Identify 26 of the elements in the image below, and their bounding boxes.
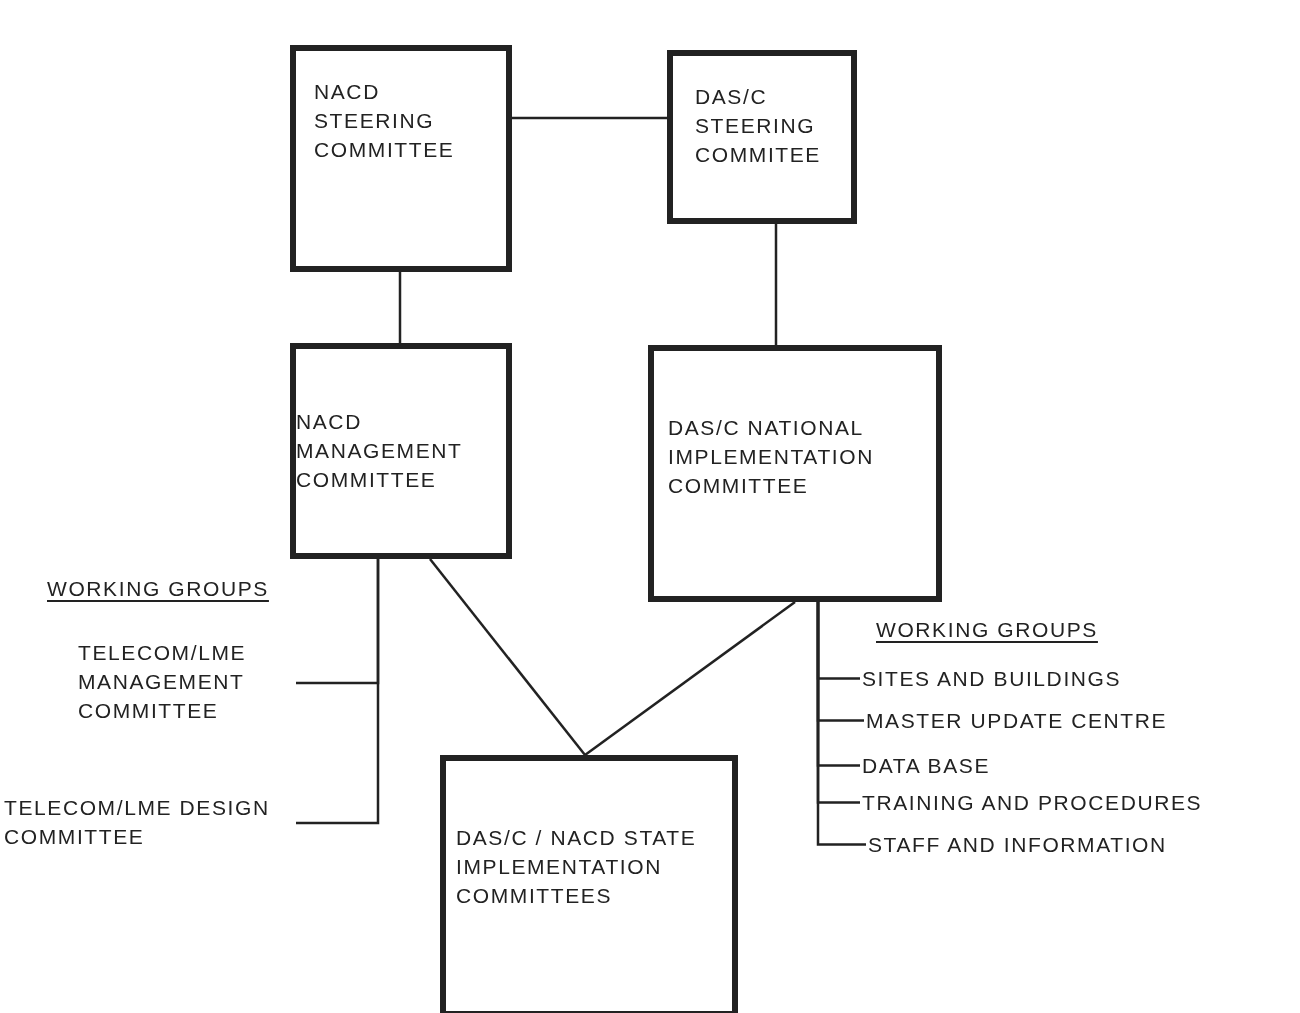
section-heading: WORKING GROUPS: [47, 577, 269, 601]
connector-line: [512, 116, 667, 120]
connector-line: [774, 224, 778, 345]
working-group-name: STAFF AND INFORMATION: [868, 832, 1168, 858]
committee-name: DAS/C STEERING COMMITEE: [695, 84, 822, 168]
connector-line: [398, 272, 402, 343]
working-group-name: MASTER UPDATE CENTRE: [866, 708, 1169, 734]
committee-box: [440, 755, 738, 1013]
committee-box: [667, 50, 857, 224]
section-heading: WORKING GROUPS: [876, 618, 1098, 642]
committee-name: NACD MANAGEMENT COMMITTEE: [296, 409, 464, 493]
working-group-name: TRAINING AND PROCEDURES: [862, 790, 1204, 816]
connector-line: [296, 559, 380, 825]
working-group-name: TELECOM/LME MANAGEMENT COMMITTEE: [78, 640, 248, 724]
committee-box: [290, 343, 512, 559]
connector-line: [429, 558, 586, 756]
connector-line: [816, 602, 866, 846]
committee-name: DAS/C / NACD STATE IMPLEMENTATION COMMITTEES: [456, 825, 698, 909]
working-group-name: TELECOM/LME DESIGN COMMITTEE: [4, 795, 271, 850]
committee-box: [290, 45, 512, 272]
committee-name: DAS/C NATIONAL IMPLEMENTATION COMMITTEE: [668, 415, 875, 499]
committee-name: NACD STEERING COMMITTEE: [314, 79, 456, 163]
connector-line: [584, 601, 796, 756]
working-group-name: SITES AND BUILDINGS: [862, 666, 1123, 692]
committee-box: [648, 345, 942, 602]
working-group-name: DATA BASE: [862, 753, 991, 779]
